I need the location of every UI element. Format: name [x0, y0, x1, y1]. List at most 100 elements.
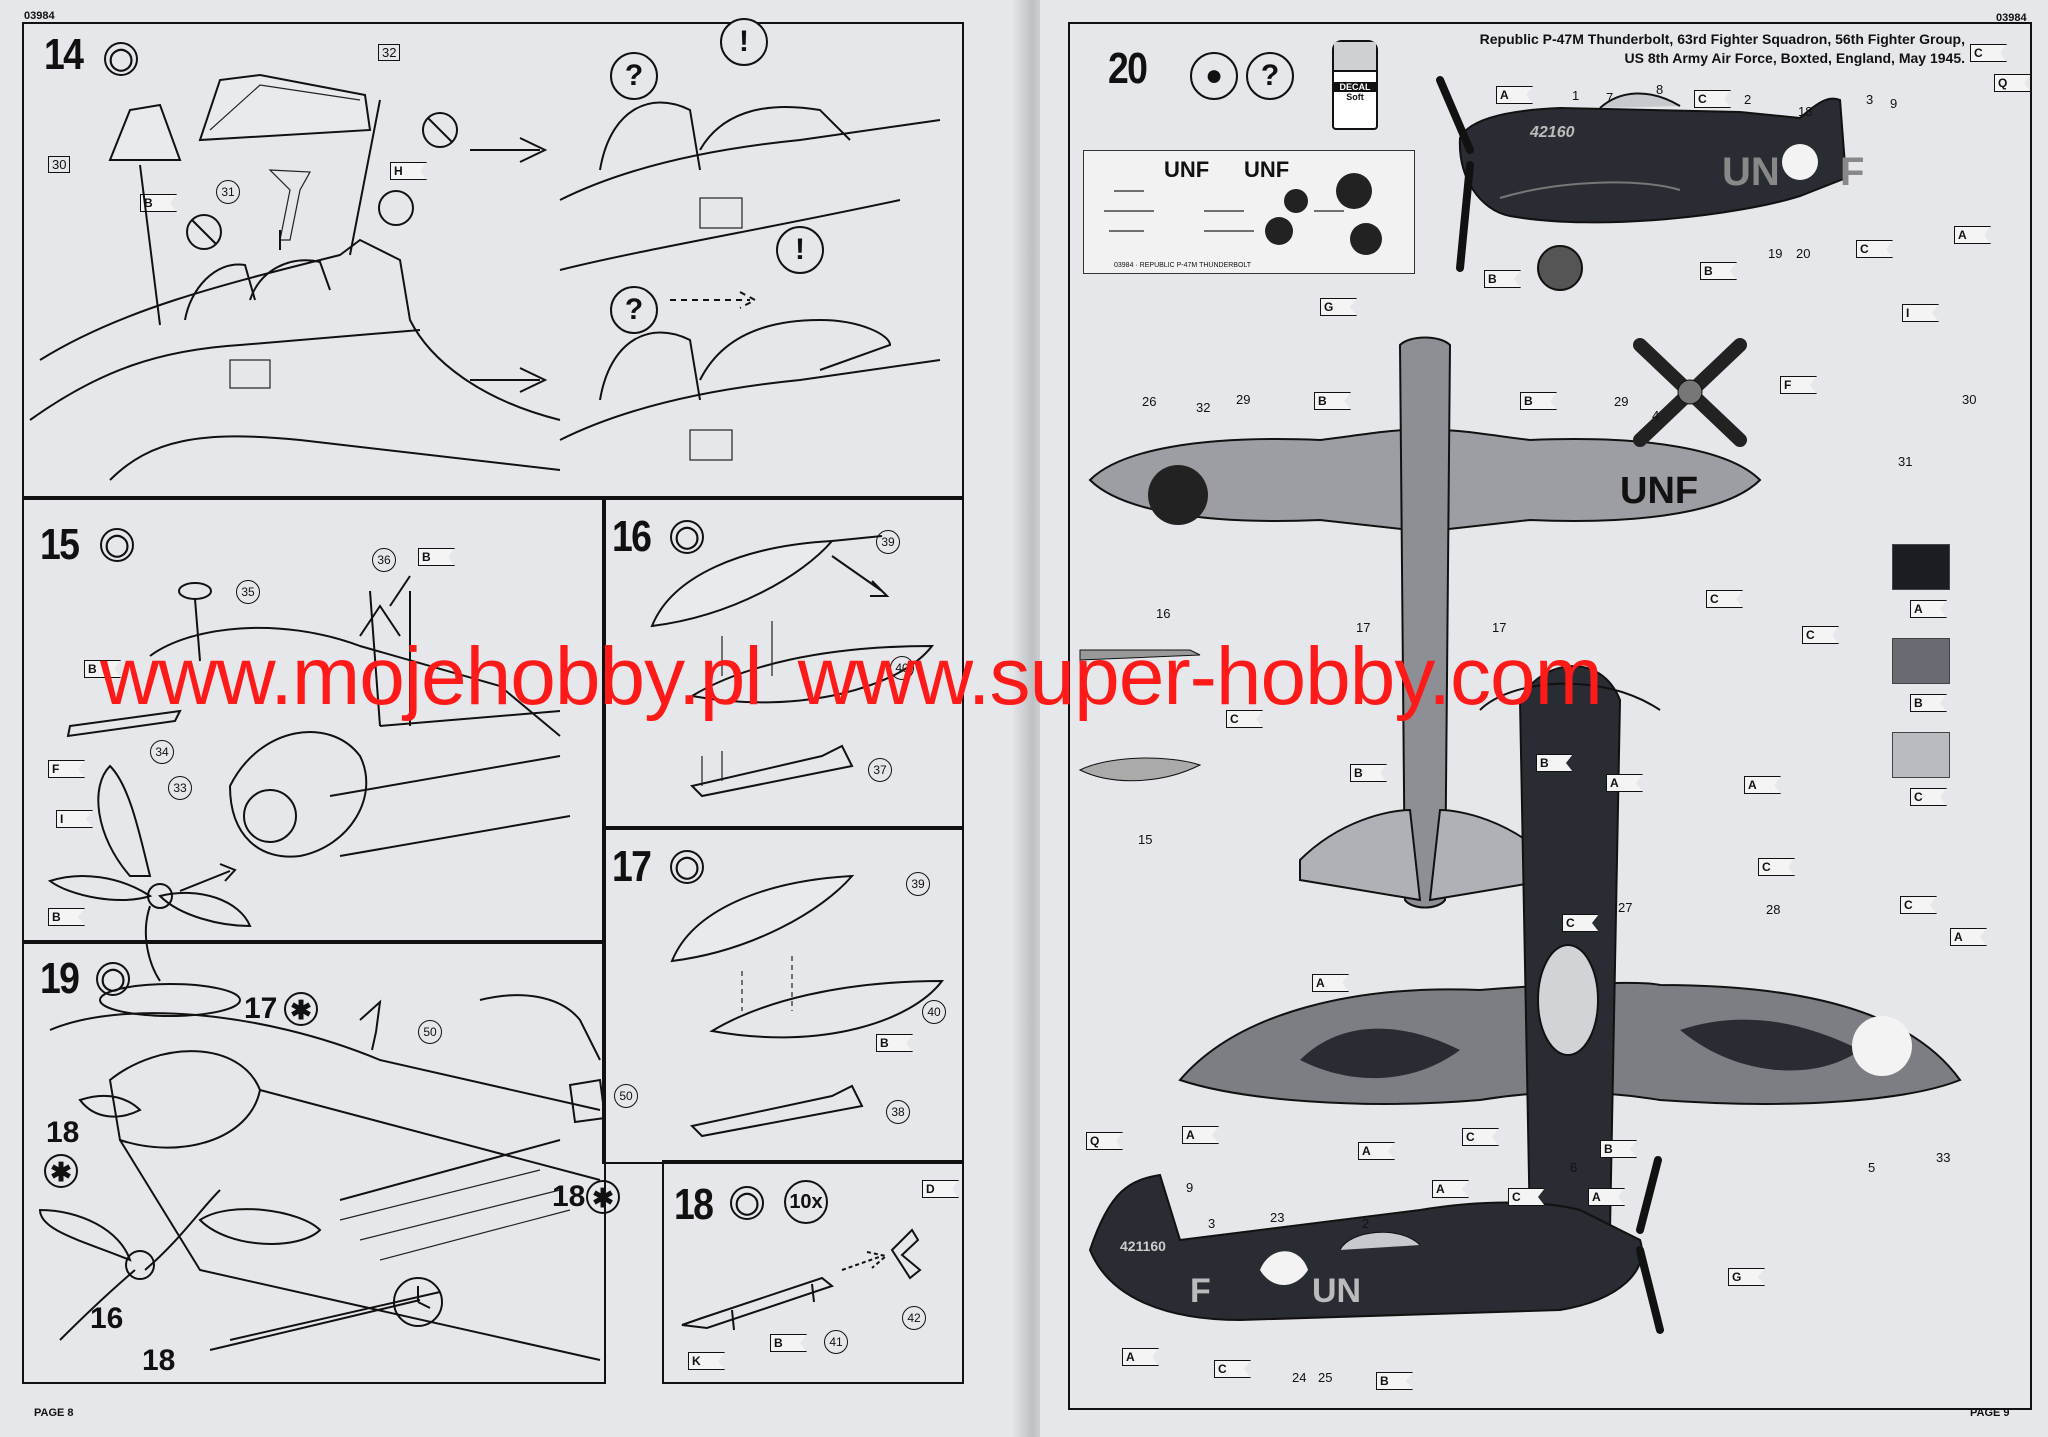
color-flag: A [1950, 928, 1987, 946]
part-callout: 1 [1572, 88, 1580, 103]
fuselage-code-side: UN [1722, 150, 1780, 194]
fuselage-code-lower: UN [1312, 1272, 1362, 1310]
color-flag: C [1214, 1360, 1251, 1378]
step-19-drawing [38, 983, 607, 1361]
attention-icon: ! [720, 18, 768, 66]
part-callout: 3 [1208, 1216, 1216, 1231]
part-callout: 29 [1236, 392, 1251, 407]
color-flag: A [1954, 226, 1991, 244]
callout-18: 18 [552, 1180, 586, 1213]
part-callout: 32 [1196, 400, 1211, 415]
wing-code: UNF [1620, 470, 1699, 512]
aircraft-views [1078, 76, 1962, 1334]
page-number: PAGE 8 [34, 1407, 74, 1419]
step-17-number: 17 [612, 842, 652, 891]
part-number: 39 [906, 872, 930, 896]
step-16-panel [602, 496, 964, 830]
color-flag: D [922, 1180, 959, 1198]
step-20-number: 20 [1108, 44, 1148, 93]
color-flag: C [1900, 896, 1937, 914]
part-number: 40 [922, 1000, 946, 1024]
question-icon: ? [610, 52, 658, 100]
part-callout: 29 [1614, 394, 1629, 409]
glue-icon: ◯ [104, 42, 138, 76]
color-flag: A [1182, 1126, 1219, 1144]
part-callout: 4 [1652, 408, 1660, 423]
part-callout: 2 [1362, 1216, 1370, 1231]
step-14-drawing [29, 73, 941, 481]
part-number: 33 [168, 776, 192, 800]
step-16-number: 16 [612, 512, 652, 561]
part-callout: 30 [1962, 392, 1977, 407]
color-flag: B [1600, 1140, 1637, 1158]
fuselage-code-lower: F [1190, 1272, 1211, 1310]
glue-icon: ◯ [730, 1186, 764, 1220]
part-callout: 15 [1138, 832, 1153, 847]
part-callout: 18 [1798, 104, 1813, 119]
glue-icon: ◯ [670, 520, 704, 554]
step-14-number: 14 [44, 30, 84, 79]
step-19-panel [22, 940, 606, 1384]
part-callout: 31 [1898, 454, 1913, 469]
part-callout: 27 [1618, 900, 1633, 915]
part-callout: 17 [1356, 620, 1371, 635]
decal-sheet: UNF UNF 03984 · REPUBLIC P-47M THUNDERBO… [1083, 150, 1415, 274]
part-number: 50 [614, 1084, 638, 1108]
part-callout: 25 [1318, 1370, 1333, 1385]
part-number: 34 [150, 740, 174, 764]
part-callout: 5 [1868, 1160, 1876, 1175]
color-flag: C [1562, 914, 1599, 932]
part-number: 37 [868, 758, 892, 782]
decal-water-icon: ● [1190, 52, 1238, 100]
callout-18: 18 [142, 1344, 176, 1377]
part-callout: 19 [1768, 246, 1783, 261]
multiplier-badge: 10x [784, 1180, 828, 1224]
color-swatch-c [1892, 732, 1950, 778]
callout-16: 16 [90, 1302, 124, 1335]
nose-art: 42160 [1530, 124, 1575, 141]
callout-17: 17 [244, 992, 278, 1025]
part-callout: 26 [1142, 394, 1157, 409]
part-number: 42 [902, 1306, 926, 1330]
glue-icon: ◯ [100, 528, 134, 562]
page-code: 03984 [24, 10, 55, 22]
step-19-number: 19 [40, 954, 80, 1003]
part-number: 41 [824, 1330, 848, 1354]
callout-18: 18 [46, 1116, 80, 1149]
part-callout: 7 [1606, 90, 1614, 105]
color-flag: B [770, 1334, 807, 1352]
fuselage-code-side: F [1840, 150, 1865, 194]
color-flag: Q [1994, 74, 2031, 92]
step-16-drawing [650, 535, 935, 798]
step-18-panel [662, 1160, 964, 1384]
part-number: 50 [418, 1020, 442, 1044]
part-number: 39 [876, 530, 900, 554]
color-flag: I [1902, 304, 1939, 322]
part-callout: 23 [1270, 1210, 1285, 1225]
part-number: 40 [890, 656, 914, 680]
attention-icon: ! [776, 226, 824, 274]
scheme-title: Republic P-47M Thunderbolt, 63rd Fighter… [1479, 31, 1965, 66]
part-number: 36 [372, 548, 396, 572]
fin-serial: 421160 [1120, 1238, 1166, 1254]
part-callout: 17 [1492, 620, 1507, 635]
decal-soft-icon: DECAL Soft [1332, 40, 1378, 130]
part-number: 31 [216, 180, 240, 204]
step-20-panel [1068, 22, 2032, 1410]
color-flag: C [1706, 590, 1743, 608]
color-flag: B [84, 660, 121, 678]
part-number: 32 [378, 44, 401, 61]
step-14-panel [22, 22, 964, 500]
part-callout: 33 [1936, 1150, 1951, 1165]
part-number: 35 [236, 580, 260, 604]
part-callout: 9 [1186, 1180, 1194, 1195]
part-callout: 28 [1766, 902, 1781, 917]
step-15-panel [22, 496, 606, 944]
question-icon: ? [610, 286, 658, 334]
color-flag: A [1588, 1188, 1625, 1206]
part-number: 30 [48, 156, 71, 173]
part-callout: 3 [1866, 92, 1874, 107]
glue-icon: ◯ [670, 850, 704, 884]
step-15-drawing [47, 575, 571, 982]
